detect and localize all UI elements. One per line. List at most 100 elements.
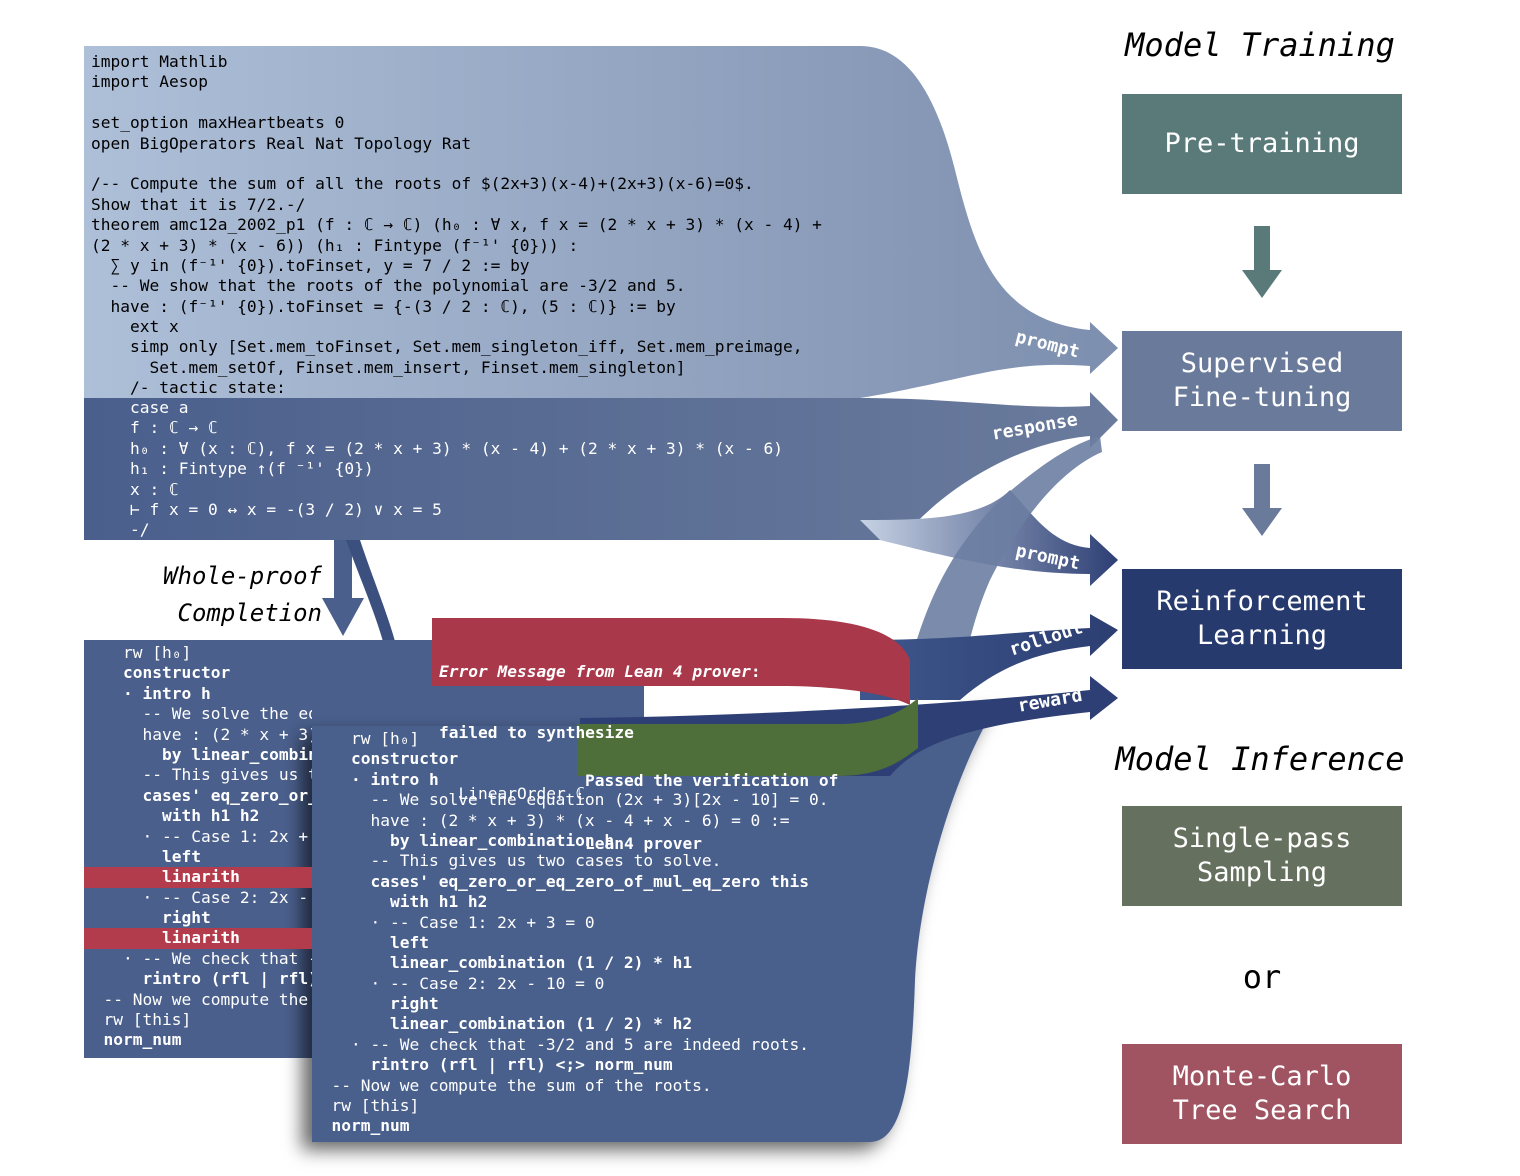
code-line: linarith xyxy=(84,928,312,949)
passed-line2: Lean4 prover xyxy=(585,834,702,853)
code-line: have : (2 * x + 3) * (x - 4 + x - 6) = 0… xyxy=(312,810,790,830)
code-line: /-- Compute the sum of all the roots of … xyxy=(91,174,754,194)
code-line: cases' eq_zero_or_eq_zero_of_mul_eq_zero… xyxy=(142,785,312,805)
passed-proof-code: rw [h₀] constructor · intro h -- We solv… xyxy=(312,729,829,1137)
mcts-label-1: Monte-Carlo xyxy=(1172,1061,1352,1092)
rollout-flow-to-sft xyxy=(900,436,1102,700)
code-line: import Aesop xyxy=(91,72,208,92)
code-line: · -- We check that -3/2 and 5 are indeed… xyxy=(122,948,312,968)
code-line: case a xyxy=(91,398,189,417)
code-line: with h1 h2 xyxy=(84,806,260,826)
rl-label-2: Learning xyxy=(1196,620,1328,651)
passed-message: Passed the verification of Lean4 prover xyxy=(585,728,838,875)
code-line: -- Now we compute the sum of the roots. xyxy=(103,989,309,1009)
code-line xyxy=(91,93,822,113)
code-line: by linear_combination h xyxy=(161,744,312,764)
error-colon: : xyxy=(750,661,761,681)
code-line: -- We solve the equation (2x + 3)[2x - 1… xyxy=(142,704,312,724)
code-line: ∑ y in (f⁻¹' {0}).toFinset, y = 7 / 2 :=… xyxy=(91,255,530,275)
code-line: linear_combination (1 / 2) * h1 xyxy=(312,953,693,973)
code-line: constructor xyxy=(84,663,231,683)
whole-proof-arrow xyxy=(322,540,364,636)
code-line: rw [h₀] xyxy=(84,643,192,662)
code-line: · intro h xyxy=(84,683,211,703)
model-training-heading: Model Training xyxy=(1125,26,1395,64)
passed-proof-bg xyxy=(312,700,1000,1142)
code-line: right xyxy=(84,908,211,928)
code-line: rintro (rfl | rfl) <;> norm_num xyxy=(312,1055,673,1075)
error-line3: LinearOrder ℂ xyxy=(439,784,586,804)
code-line: -- Now we compute the sum of the roots. xyxy=(312,1075,712,1095)
code-line: rw [this] xyxy=(84,1010,192,1030)
whole-proof-label: Whole-proof Completion xyxy=(163,562,322,627)
or-label: or xyxy=(1242,958,1282,996)
code-line: set_option maxHeartbeats 0 xyxy=(91,113,345,133)
code-line: -- This gives us two cases to solve. xyxy=(142,765,312,785)
arrow-sft-to-rl xyxy=(1242,464,1282,536)
passed-line1: Passed the verification of xyxy=(585,771,839,790)
single-pass-label-2: Sampling xyxy=(1196,857,1328,888)
model-inference-heading: Model Inference xyxy=(1115,740,1405,778)
code-line: open BigOperators Real Nat Topology Rat xyxy=(91,133,472,153)
code-line: Show that it is 7/2.-/ xyxy=(91,194,306,214)
code-line: cases' eq_zero_or_eq_zero_of_mul_eq_zero… xyxy=(312,871,810,891)
code-line: (2 * x + 3) * (x - 6)) (h₁ : Fintype (f⁻… xyxy=(91,235,579,255)
code-line: left xyxy=(312,932,429,952)
code-line: · -- Case 2: 2x - 10 = 0 xyxy=(312,973,605,993)
error-message-box xyxy=(432,618,910,705)
sft-label-1: Supervised xyxy=(1180,348,1344,379)
response-flow-to-sft xyxy=(84,392,1118,540)
code-line: rintro (rfl | rfl) <;> norm_num xyxy=(142,969,312,989)
code-line: by linear_combination h xyxy=(312,830,615,850)
code-line: · -- Case 1: 2x + 3 = 0 xyxy=(312,912,595,932)
single-pass-label-1: Single-pass xyxy=(1172,823,1352,854)
code-line: h₁ : Fintype ↑(f ⁻¹' {0}) xyxy=(91,459,374,479)
prompt-flow-to-sft xyxy=(84,46,1118,398)
code-line: -- We show that the roots of the polynom… xyxy=(91,276,686,296)
code-line: have : (2 * x + 3) * (x - 4 + x - 6) = 0… xyxy=(142,724,312,744)
code-line: · -- Case 1: 2x + 3 = 0 xyxy=(142,826,309,846)
code-line: have : (f⁻¹' {0}).toFinset = {-(3 / 2 : … xyxy=(91,296,676,316)
code-line: · -- Case 2: 2x - 10 = 0 xyxy=(142,887,309,907)
code-line: simp only [Set.mem_toFinset, Set.mem_sin… xyxy=(91,337,803,357)
code-line: norm_num xyxy=(312,1116,410,1136)
arrow-pretrain-to-sft xyxy=(1242,226,1282,298)
code-line: -- We solve the equation (2x + 3)[2x - 1… xyxy=(312,790,829,810)
code-line: rw [this] xyxy=(312,1096,420,1116)
code-line: rw [h₀] xyxy=(312,729,420,748)
code-line: constructor xyxy=(312,749,459,769)
rl-label-1: Reinforcement xyxy=(1156,586,1368,617)
sft-label-2: Fine-tuning xyxy=(1172,382,1352,413)
error-line2: failed to synthesize xyxy=(439,723,634,743)
code-line: norm_num xyxy=(84,1030,182,1050)
code-line: right xyxy=(312,994,439,1014)
code-line: linear_combination (1 / 2) * h2 xyxy=(312,1014,693,1034)
error-message: Error Message from Lean 4 prover: failed… xyxy=(439,621,761,825)
mcts-label-2: Tree Search xyxy=(1172,1095,1352,1126)
error-title: Error Message from Lean 4 prover xyxy=(439,661,751,681)
pretraining-box: Pre-training xyxy=(1122,94,1402,194)
code-line: /- tactic state: xyxy=(91,378,286,398)
code-line: ⊢ f x = 0 ↔ x = -(3 / 2) ∨ x = 5 xyxy=(91,499,442,519)
passed-message-box xyxy=(577,698,918,776)
code-line: with h1 h2 xyxy=(312,892,488,912)
code-line: x : ℂ xyxy=(91,479,179,499)
code-line: Set.mem_setOf, Finset.mem_insert, Finset… xyxy=(91,357,686,377)
code-line: f : ℂ → ℂ xyxy=(91,418,218,438)
code-line: linarith xyxy=(84,867,312,888)
code-line xyxy=(91,154,822,174)
code-line: left xyxy=(84,846,201,866)
code-line: -- This gives us two cases to solve. xyxy=(312,851,722,871)
rollout-flow-to-rl xyxy=(860,614,1118,700)
code-line: · intro h xyxy=(312,769,439,789)
code-line: import Mathlib xyxy=(91,52,228,71)
code-line: ext x xyxy=(91,317,179,337)
code-line: · -- We check that -3/2 and 5 are indeed… xyxy=(312,1034,810,1054)
pretraining-label: Pre-training xyxy=(1164,128,1360,159)
